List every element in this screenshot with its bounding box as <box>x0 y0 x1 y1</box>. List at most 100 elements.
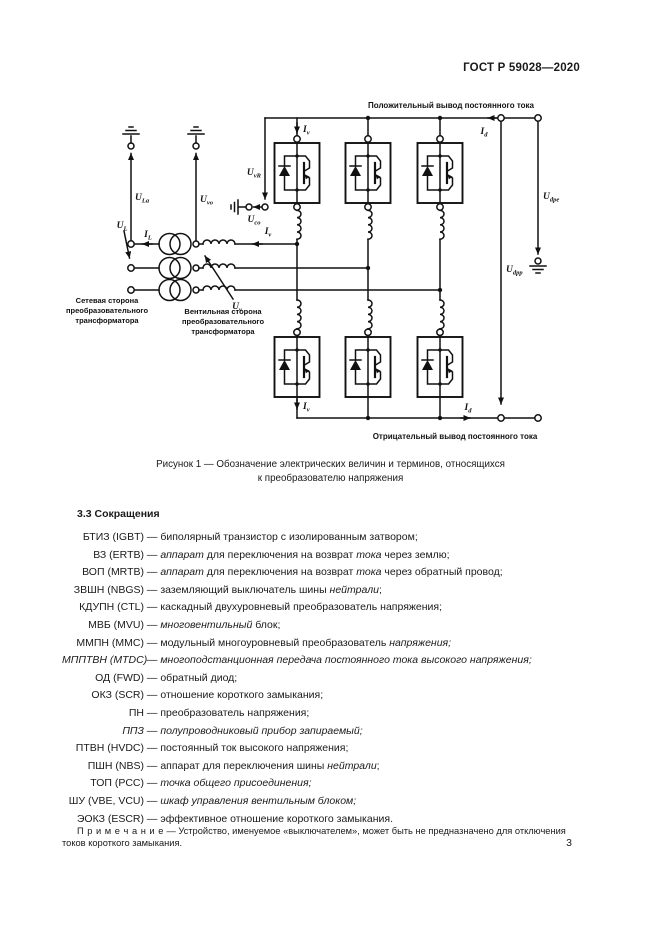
note-label: П р и м е ч а н и е <box>77 826 164 836</box>
grid-side-earth-arrow <box>122 126 140 242</box>
note-dash: — <box>163 826 179 836</box>
abbreviation-dash: — <box>144 636 161 649</box>
circuit-lines <box>122 114 547 422</box>
note: П р и м е ч а н и е — Устройство, именуе… <box>62 826 599 849</box>
abbreviation-term: ММПН (MMC) <box>76 636 144 649</box>
symbol-i-l: IL <box>143 230 152 242</box>
label-grid-side: Сетевая сторона преобразовательного тран… <box>66 296 149 325</box>
abbreviation-dash: — <box>144 548 161 561</box>
abbreviation-dash: — <box>144 812 161 825</box>
abbreviation-term: ШУ (VBE, VCU) <box>68 794 144 807</box>
svg-text:преобразовательного: преобразовательного <box>182 317 265 326</box>
abbreviation-definition: модульный многоуровневый преобразователь… <box>160 636 452 649</box>
svg-text:трансформатора: трансформатора <box>191 327 255 336</box>
abbreviation-definition: биполярный транзистор с изолированным за… <box>160 531 418 543</box>
symbol-u-v: Uv <box>232 302 242 314</box>
abbreviation-row: ОКЗ (SCR) — отношение короткого замыкани… <box>62 687 602 705</box>
symbol-u-vo: Uvo <box>200 195 214 207</box>
symbol-u-la: ULa <box>135 193 150 205</box>
abbreviation-row: ТОП (PCC) — точка общего присоединения; <box>62 775 602 793</box>
abbreviation-list: БТИЗ (IGBT) — биполярный транзистор с из… <box>62 529 602 828</box>
transformer-phase-b <box>127 256 369 280</box>
abbreviation-term: ВЗ (ERTB) <box>93 548 144 561</box>
abbreviation-row: КДУПН (CTL) — каскадный двухуровневый пр… <box>62 599 602 617</box>
abbreviation-dash: — <box>144 531 161 543</box>
abbreviation-row: МППТВН (MTDC) — многоподстанционная пере… <box>62 652 602 670</box>
converter-column-3 <box>416 117 464 419</box>
abbreviation-dash: — <box>144 671 161 684</box>
abbreviation-definition: точка общего присоединения; <box>160 777 312 790</box>
converter-column-1 <box>273 117 321 419</box>
abbreviation-row: БТИЗ (IGBT) — биполярный транзистор с из… <box>62 529 602 547</box>
svg-text:Сетевая сторона: Сетевая сторона <box>76 296 139 305</box>
label-valve-side: Вентильная сторона преобразовательного т… <box>182 307 265 336</box>
abbreviation-dash: — <box>144 689 161 702</box>
abbreviation-term: ЗВШН (NBGS) <box>73 583 144 596</box>
abbreviation-dash: — <box>144 566 161 579</box>
abbreviation-definition: преобразователь напряжения; <box>160 706 310 719</box>
abbreviation-row: ЭОКЗ (ESCR) — эффективное отношение коро… <box>62 811 602 829</box>
abbreviation-definition: аппарат для переключения шины нейтрали; <box>160 759 380 772</box>
abbreviation-row: ОД (FWD) — обратный диод; <box>62 670 602 688</box>
abbreviation-definition: аппарат для переключения на возврат тока… <box>160 566 503 579</box>
abbreviation-definition: постоянный ток высокого напряжения; <box>160 742 349 755</box>
figure-caption-line-1: Рисунок 1 — Обозначение электрических ве… <box>156 459 505 470</box>
abbreviation-definition: многовентильный блок; <box>160 618 281 631</box>
abbreviation-row: ММПН (MMC) — модульный многоуровневый пр… <box>62 635 602 653</box>
symbol-i-v-mid: Iv <box>264 227 272 239</box>
symbol-i-d-top: Id <box>480 127 489 139</box>
abbreviation-term: ПН <box>128 706 144 719</box>
abbreviation-row: ПН — преобразователь напряжения; <box>62 705 602 723</box>
label-negative-terminal: Отрицательный вывод постоянного тока <box>373 432 538 441</box>
abbreviation-definition: полупроводниковый прибор запираемый; <box>160 724 363 737</box>
abbreviation-row: ВЗ (ERTB) — аппарат для переключения на … <box>62 547 602 565</box>
label-positive-terminal: Положительный вывод постоянного тока <box>368 101 535 110</box>
abbreviation-dash: — <box>144 654 161 667</box>
abbreviation-term: ТОП (PCC) <box>90 777 144 790</box>
abbreviation-dash: — <box>144 777 161 790</box>
abbreviation-term: ОКЗ (SCR) <box>91 689 144 702</box>
abbreviation-dash: — <box>144 706 161 719</box>
transformer-phase-c <box>127 278 441 302</box>
valve-voltage-reference <box>230 117 269 215</box>
figure-1-diagram: Положительный вывод постоянного тока Отр… <box>66 101 559 441</box>
symbol-i-v-bottom: Iv <box>302 402 310 414</box>
abbreviation-row: ШУ (VBE, VCU) — шкаф управления вентильн… <box>62 793 602 811</box>
abbreviation-definition: обратный диод; <box>160 671 238 684</box>
figure-caption: Рисунок 1 — Обозначение электрических ве… <box>0 458 661 486</box>
abbreviation-term: ВОП (MRTB) <box>82 566 144 579</box>
abbreviation-definition: отношение короткого замыкания; <box>160 689 324 702</box>
note-text-1: Устройство, именуемое «выключателем», мо… <box>178 826 566 836</box>
symbol-i-d-bottom: Id <box>464 403 473 415</box>
abbreviation-dash: — <box>144 618 161 631</box>
abbreviation-row: ПШН (NBS) — аппарат для переключения шин… <box>62 758 602 776</box>
abbreviation-term: ПТВН (HVDC) <box>75 742 144 755</box>
symbol-u-dpp: Udpp <box>506 265 523 277</box>
abbreviation-term: ПШН (NBS) <box>87 759 144 772</box>
abbreviation-term: ОД (FWD) <box>95 671 144 684</box>
symbol-u-dpe: Udpe <box>543 192 559 204</box>
abbreviation-term: БТИЗ (IGBT) <box>82 531 144 543</box>
abbreviation-term: МППТВН (MTDC) <box>62 654 148 667</box>
abbreviation-row: МВБ (MVU) — многовентильный блок; <box>62 617 602 635</box>
symbol-u-vr: UvR <box>247 168 262 180</box>
abbreviation-definition: заземляющий выключатель шины нейтрали; <box>160 583 382 596</box>
symbol-i-v-top: Iv <box>302 125 310 137</box>
abbreviation-term: ППЗ <box>122 724 144 737</box>
abbreviation-definition: шкаф управления вентильным блоком; <box>160 794 357 807</box>
transformer-phase-a <box>127 232 298 256</box>
abbreviation-term: КДУПН (CTL) <box>79 601 144 614</box>
svg-text:трансформатора: трансформатора <box>75 316 139 325</box>
document-header: ГОСТ Р 59028—2020 <box>463 62 580 74</box>
abbreviation-row: ППЗ — полупроводниковый прибор запираемы… <box>62 723 602 741</box>
symbol-u-co: Uco <box>247 215 261 227</box>
abbreviation-dash: — <box>144 583 161 596</box>
figure-caption-line-2: к преобразователю напряжения <box>257 473 404 484</box>
svg-text:преобразовательного: преобразовательного <box>66 306 149 315</box>
abbreviation-dash: — <box>144 759 161 772</box>
abbreviation-row: ВОП (MRTB) — аппарат для переключения на… <box>62 564 602 582</box>
abbreviation-dash: — <box>144 742 161 755</box>
abbreviation-definition: аппарат для переключения на возврат тока… <box>160 548 450 561</box>
valve-side-earth-arrow <box>187 126 205 242</box>
